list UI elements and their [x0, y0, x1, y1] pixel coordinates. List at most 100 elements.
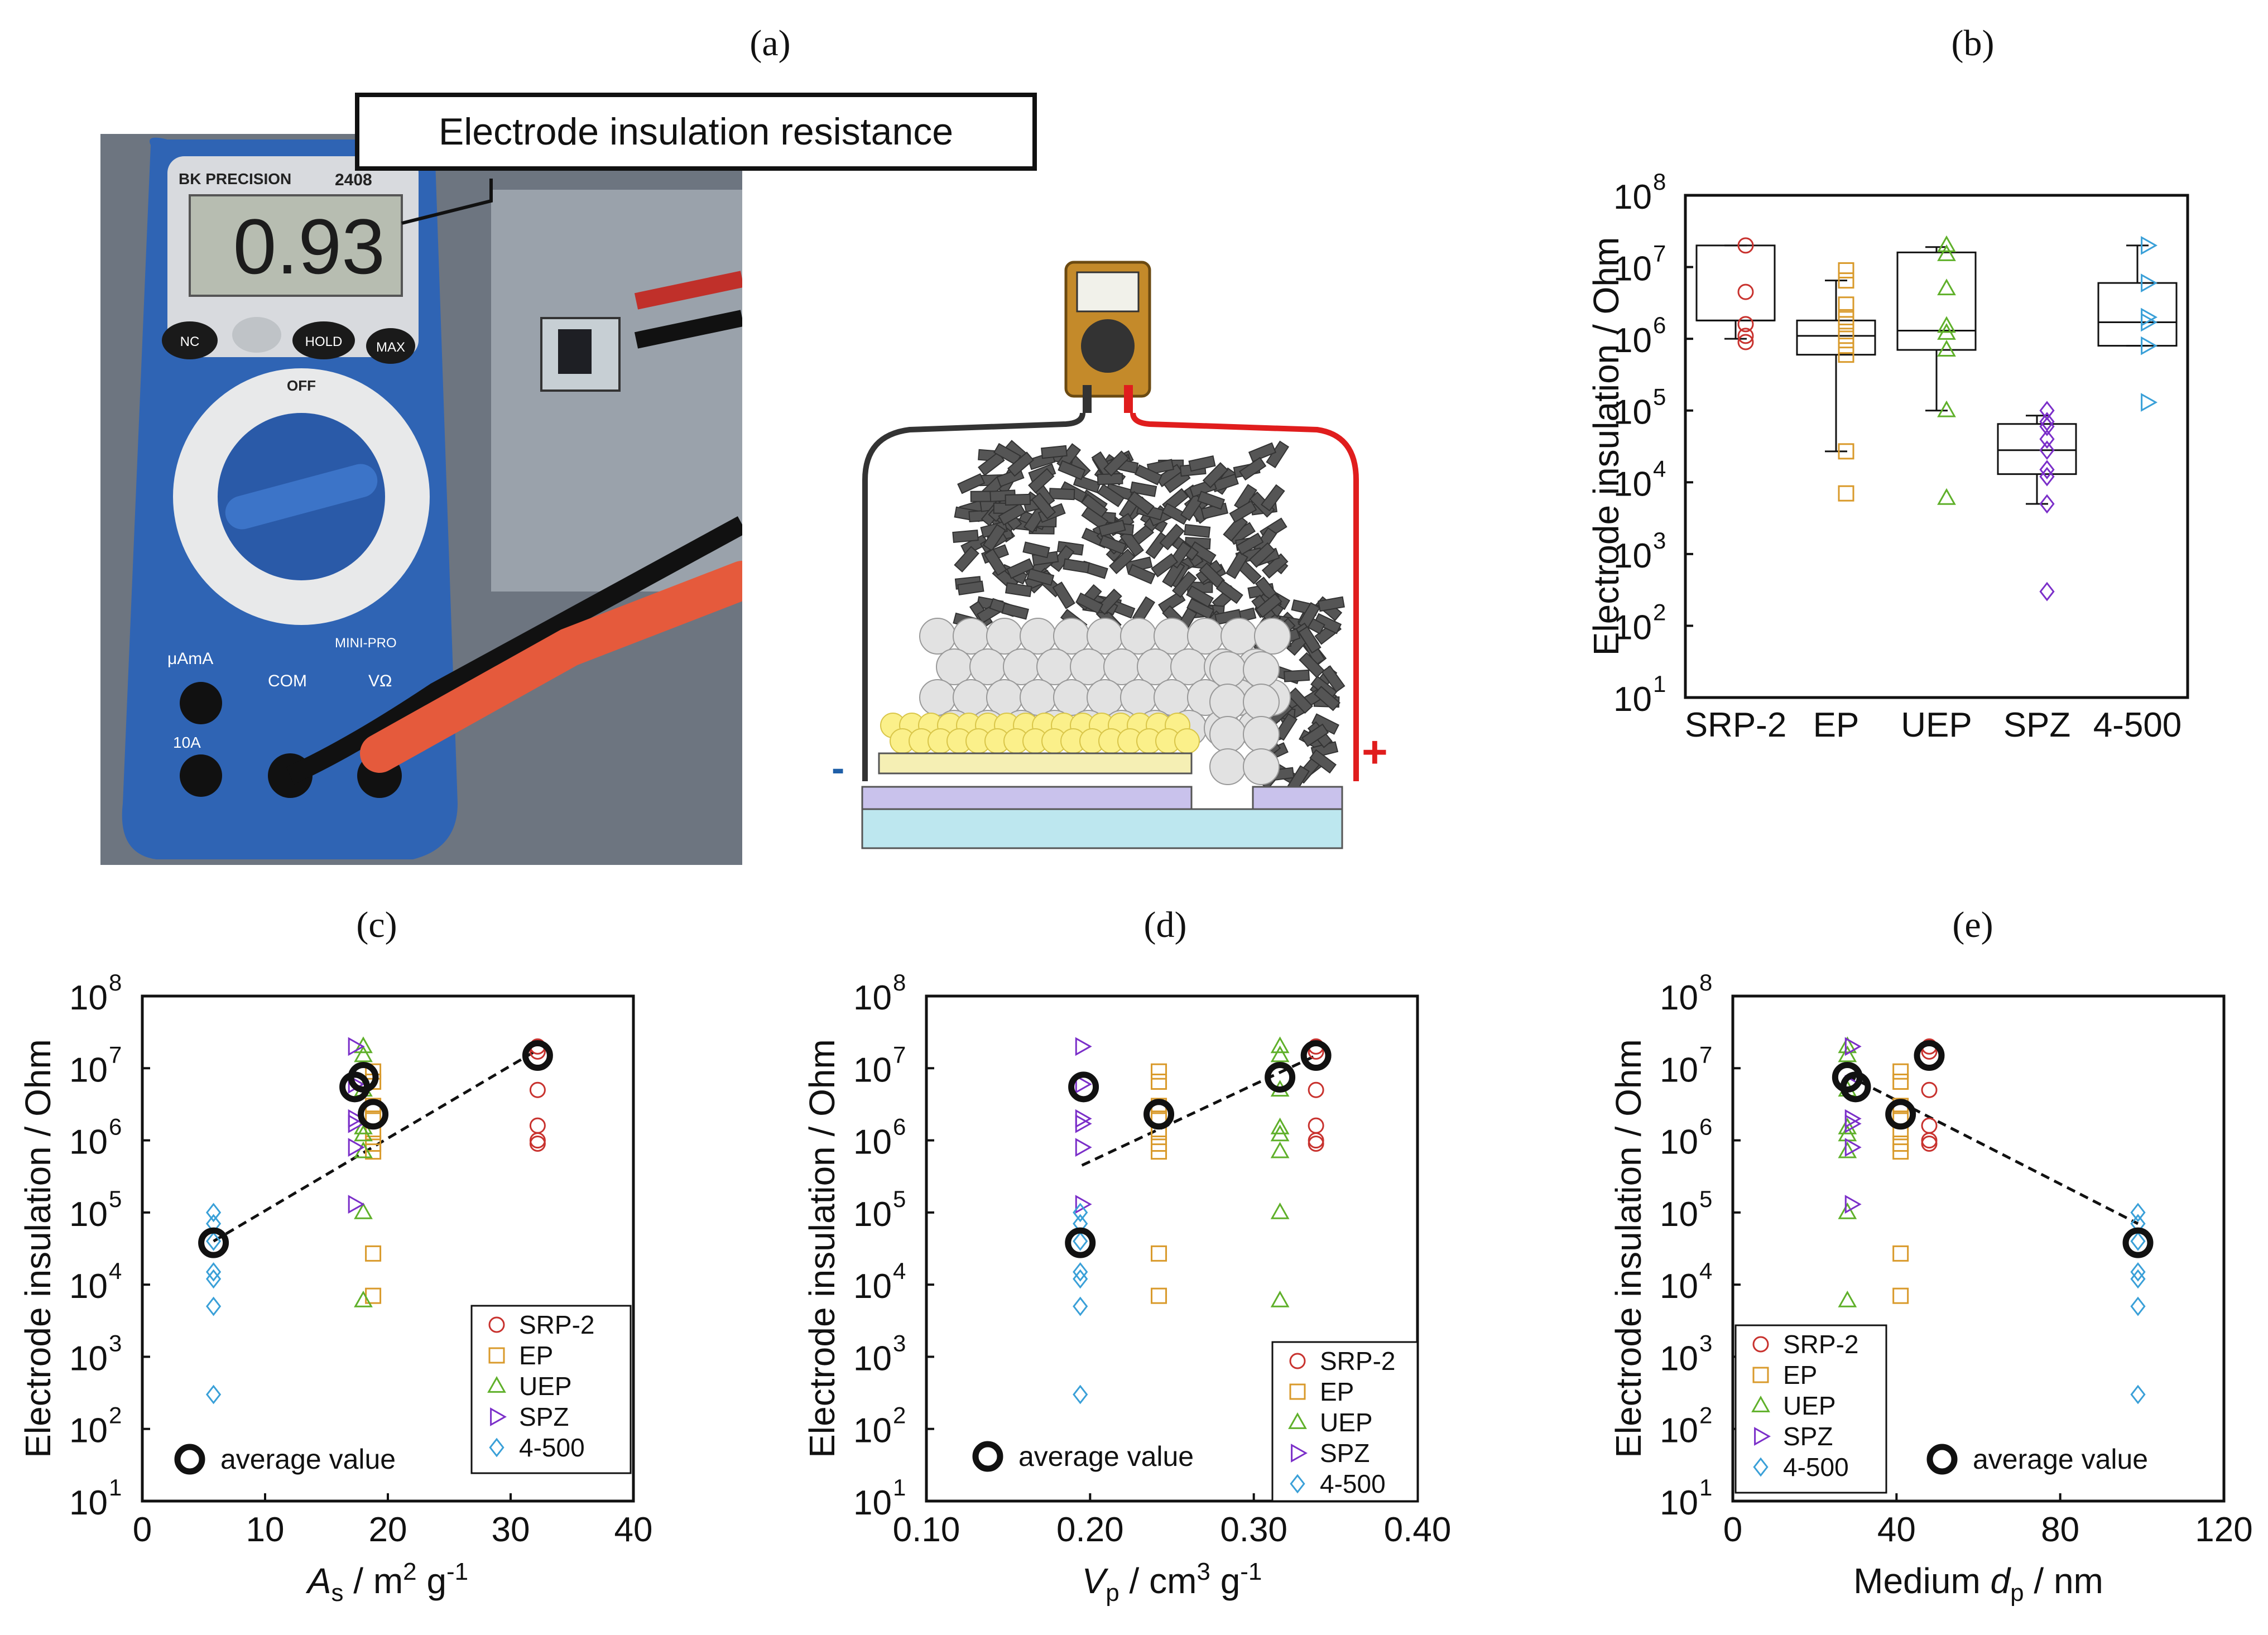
carbon-rod	[1186, 585, 1214, 608]
y-tick-exponent: 7	[893, 1041, 906, 1067]
legend-average-label: average value	[1018, 1441, 1194, 1472]
port-ua	[180, 682, 222, 724]
tio2-sphere	[1170, 648, 1207, 685]
y-tick-label: 10	[1613, 465, 1652, 503]
carbon-rod	[1318, 596, 1345, 612]
x-axis-label-part: s	[331, 1579, 344, 1607]
data-point	[1151, 1287, 1167, 1304]
x-tick-label: 4-500	[2093, 706, 2182, 744]
y-tick-label: 10	[853, 1339, 892, 1378]
series-SRP-2	[529, 1038, 546, 1152]
data-point	[529, 1117, 546, 1134]
y-tick-label: 10	[1613, 321, 1652, 360]
red-probe	[360, 561, 742, 773]
series-4-500	[205, 1203, 222, 1405]
legend-label: SRP-2	[1320, 1347, 1395, 1376]
legend-label: 4-500	[1783, 1453, 1849, 1482]
average-point	[358, 1099, 389, 1130]
data-point	[1073, 1203, 1088, 1223]
data-point	[1308, 1132, 1324, 1149]
panel-label-a: (a)	[749, 23, 791, 64]
carbon-rod	[1172, 571, 1197, 598]
carbon-rod	[1248, 542, 1276, 568]
carbon-rod	[1301, 723, 1329, 747]
data-point	[1892, 1287, 1909, 1304]
data-point	[1270, 1290, 1290, 1307]
legend-label: UEP	[1320, 1408, 1373, 1437]
data-point	[1270, 1141, 1290, 1158]
tio2-sphere	[1243, 651, 1280, 688]
legend-average-label: average value	[1973, 1444, 2148, 1475]
legend-marker	[489, 1437, 504, 1458]
carbon-rod	[1097, 483, 1125, 508]
positive-wire	[1130, 412, 1359, 781]
data-point	[2130, 1262, 2146, 1282]
data-point	[1921, 1135, 1938, 1152]
y-tick-label: 10	[69, 1412, 108, 1450]
tio2-sphere	[1053, 679, 1090, 716]
x-axis-label-part: / nm	[2024, 1561, 2103, 1601]
negative-wire	[862, 412, 1085, 781]
x-tick-label: 120	[2195, 1511, 2252, 1549]
series-SRP-2	[1921, 1038, 1938, 1152]
tio2-sphere	[986, 679, 1023, 716]
carbon-rod	[998, 503, 1026, 526]
data-point	[2141, 393, 2158, 412]
legend-label: EP	[519, 1341, 553, 1370]
legend-box	[1734, 1324, 1887, 1494]
x-axis-label-part: d	[1991, 1561, 2012, 1601]
carbon-rod	[1103, 450, 1130, 477]
carbon-rod	[1229, 500, 1257, 523]
y-tick-exponent: 8	[109, 971, 122, 996]
legend-marker	[1751, 1395, 1770, 1412]
max-button	[366, 328, 415, 364]
meter-jack-black	[1083, 385, 1092, 413]
data-point	[2130, 1384, 2146, 1405]
data-point	[365, 1245, 382, 1262]
plot-frame	[1684, 194, 2189, 699]
y-tick-label: 10	[1613, 178, 1652, 217]
x-axis-label-part: p	[2010, 1579, 2024, 1607]
x-tick-label: UEP	[1901, 706, 1972, 744]
max-button-label: MAX	[376, 340, 405, 355]
average-point	[1885, 1099, 1916, 1130]
legend-average-marker	[1926, 1444, 1958, 1475]
data-point	[348, 1037, 365, 1056]
carbon-rod	[983, 548, 1007, 576]
data-point	[1838, 1202, 1857, 1219]
data-point	[1838, 262, 1854, 278]
y-tick-label: 10	[69, 1051, 108, 1089]
data-point	[348, 1138, 365, 1157]
legend-box	[470, 1305, 632, 1474]
data-point	[1937, 278, 1956, 296]
x-tick-label: 0.10	[893, 1511, 960, 1549]
black-lead	[286, 516, 742, 785]
average-point	[198, 1227, 229, 1258]
data-point	[2039, 581, 2055, 602]
data-point	[1838, 347, 1854, 363]
panel-label-c: (c)	[356, 905, 397, 945]
data-point	[1075, 1195, 1092, 1214]
data-point	[1270, 1036, 1290, 1054]
data-point	[1892, 1063, 1909, 1080]
data-point	[1270, 1202, 1290, 1219]
data-point	[354, 1202, 373, 1219]
carbon-rod	[1130, 481, 1157, 497]
y-tick-exponent: 4	[1653, 455, 1666, 482]
port-com-label: COM	[268, 672, 307, 690]
data-point	[1270, 1045, 1290, 1062]
y-tick-label: 10	[1660, 1267, 1698, 1306]
data-point	[205, 1384, 222, 1405]
average-point	[1143, 1099, 1175, 1130]
nc-button	[162, 321, 218, 359]
carbon-rod	[1188, 455, 1216, 472]
legend-label: EP	[1320, 1377, 1354, 1406]
legend-label: SPZ	[1320, 1439, 1370, 1468]
data-point	[1892, 1245, 1909, 1262]
carbon-rod	[1001, 602, 1029, 620]
dye-particle	[1174, 728, 1200, 754]
data-point	[1737, 328, 1754, 344]
